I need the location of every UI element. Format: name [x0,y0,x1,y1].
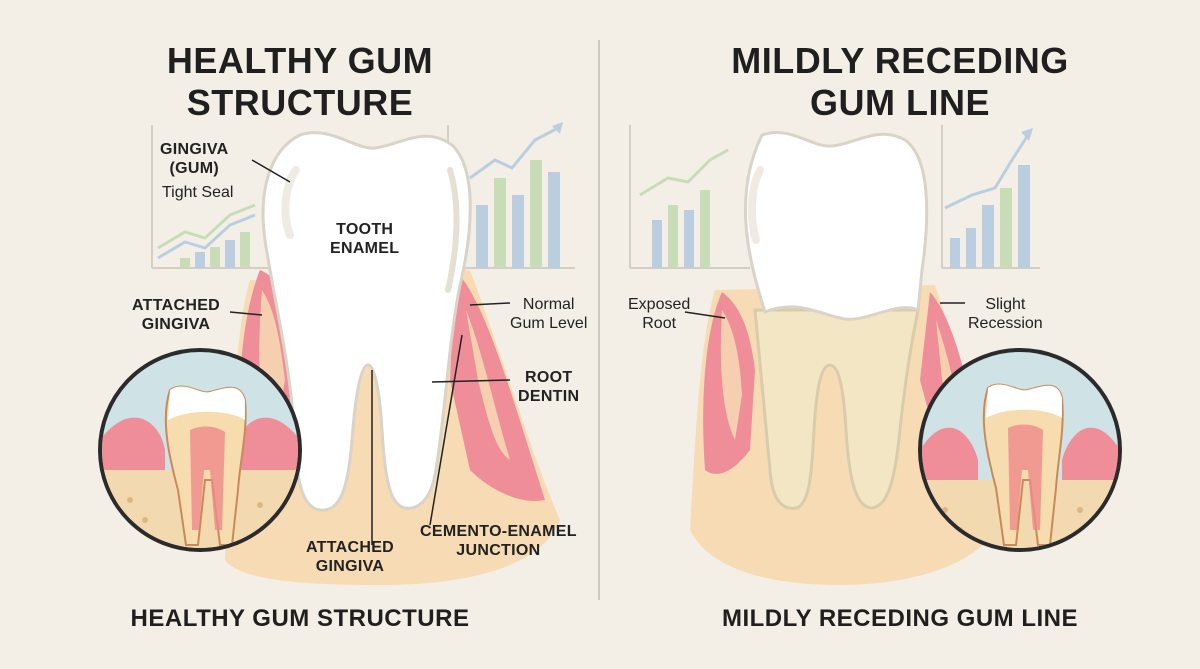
label-tooth-enamel: TOOTH ENAMEL [330,221,400,257]
label-tight-seal: Tight Seal [162,184,234,201]
tooth-crown-and-root [261,131,472,512]
inset-cross-section-healthy [98,348,302,552]
healthy-gum-panel: HEALTHY GUM STRUCTURE GINGIVA (GUM) Tigh… [98,40,588,632]
healthy-caption: HEALTHY GUM STRUCTURE [130,605,470,632]
receding-gum-panel: MILDLY RECEDING GUM LINE Exposed Root Sl… [600,0,1200,669]
receding-caption: MILDLY RECEDING GUM LINE [721,605,1079,632]
receding-title: MILDLY RECEDING GUM LINE [731,40,1069,123]
label-attached-gingiva-bottom: ATTACHED GINGIVA [306,539,395,575]
background-chart-right [629,125,1040,269]
receding-tooth-illustration [629,125,1122,585]
label-cemento-enamel-junction: CEMENTO-ENAMEL JUNCTION [420,523,577,559]
healthy-title: HEALTHY GUM STRUCTURE [166,40,434,123]
exposed-root [753,308,920,510]
label-root-dentin: ROOT DENTIN [518,369,580,405]
label-gingiva: GINGIVA (GUM) [160,141,229,177]
label-attached-gingiva-side: ATTACHED GINGIVA [132,297,221,333]
panel-divider [598,40,600,600]
inset-cross-section-receding [918,348,1122,552]
background-chart-left [151,122,575,269]
label-slight-recession: Slight Recession [968,296,1043,332]
gum-right [450,270,545,501]
leader-lines-healthy [229,159,511,545]
healthy-tooth-illustration [98,122,575,585]
label-exposed-root: Exposed Root [628,296,691,332]
label-normal-gum-level: Normal Gum Level [510,296,588,332]
tooth-crown [744,130,929,321]
leader-lines-receding [684,302,965,319]
